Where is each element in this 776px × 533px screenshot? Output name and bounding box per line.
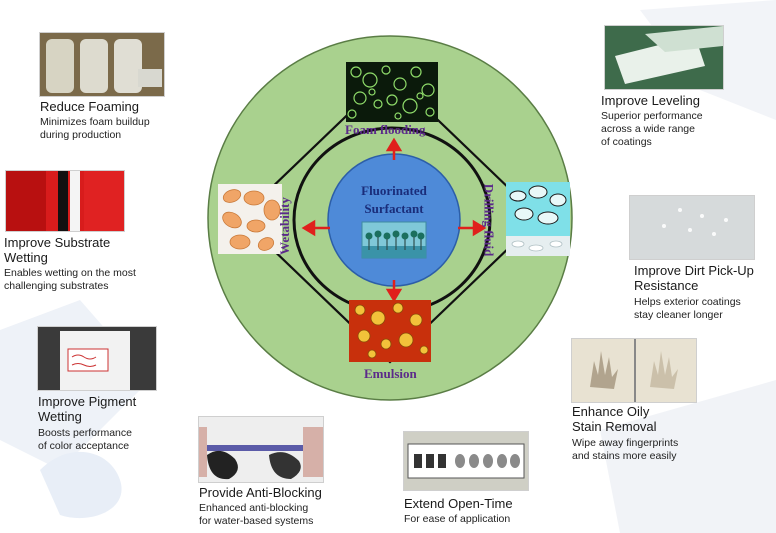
feature-desc: For ease of application xyxy=(404,513,511,525)
label-drilling-fluid: Drilling fluid xyxy=(481,183,497,257)
feature-title: Stain Removal xyxy=(572,419,657,434)
feature-desc: across a wide range xyxy=(601,123,695,135)
feature-title: Resistance xyxy=(634,278,699,293)
feature-title: Improve Substrate xyxy=(4,235,111,250)
feature-desc: of coatings xyxy=(601,136,652,148)
inner-circle xyxy=(327,153,461,287)
feature-title: Wetting xyxy=(38,409,82,424)
feature-title: Improve Dirt Pick-Up xyxy=(634,263,754,278)
feature-desc: Superior performance xyxy=(601,110,703,122)
feature-title: Wetting xyxy=(4,250,48,265)
feature-desc: Boosts performance xyxy=(38,427,132,439)
improve-leveling-photo xyxy=(605,26,723,89)
improve-pigment-wetting-photo xyxy=(38,327,156,390)
center-label-line1: Fluorinated xyxy=(361,183,427,198)
feature-desc: during production xyxy=(40,129,122,141)
feature-desc: and stains more easily xyxy=(572,450,677,462)
feature-desc: challenging substrates xyxy=(4,280,109,292)
feature-desc: for water-based systems xyxy=(199,515,314,527)
feature-title: Reduce Foaming xyxy=(40,99,139,114)
feature-desc: of color acceptance xyxy=(38,440,130,452)
enhance-oily-stain-photo xyxy=(572,339,696,402)
feature-desc: stay cleaner longer xyxy=(634,309,723,321)
label-emulsion: Emulsion xyxy=(364,366,417,381)
reduce-foaming-photo xyxy=(40,33,164,96)
feature-desc: Wipe away fingerprints xyxy=(572,437,679,449)
feature-title: Improve Pigment xyxy=(38,394,137,409)
feature-title: Improve Leveling xyxy=(601,93,700,108)
arrow-left xyxy=(301,219,330,237)
label-wetability: Wetability xyxy=(276,197,292,255)
wetability-image xyxy=(218,184,282,254)
drilling-fluid-image xyxy=(506,182,570,256)
emulsion-image xyxy=(349,300,431,362)
feature-desc: Enhanced anti-blocking xyxy=(199,502,309,514)
arrow-right xyxy=(458,219,487,237)
foam-flooding-image xyxy=(346,62,438,122)
feature-title: Provide Anti-Blocking xyxy=(199,485,322,500)
arrow-down xyxy=(385,280,403,303)
improve-dirt-pickup-photo xyxy=(630,196,754,259)
anti-blocking-photo xyxy=(199,417,323,482)
label-foam-flooding: Foam flooding xyxy=(345,122,426,137)
feature-desc: Helps exterior coatings xyxy=(634,296,741,308)
center-label-line2: Surfactant xyxy=(364,201,424,216)
feature-desc: Minimizes foam buildup xyxy=(40,116,150,128)
feature-title: Extend Open-Time xyxy=(404,496,513,511)
improve-substrate-wetting-photo xyxy=(6,171,124,231)
feature-title: Enhance Oily xyxy=(572,404,650,419)
extend-open-time-photo xyxy=(404,432,528,490)
molecule-icon xyxy=(361,221,427,259)
arrow-up xyxy=(385,137,403,160)
feature-desc: Enables wetting on the most xyxy=(4,267,136,279)
